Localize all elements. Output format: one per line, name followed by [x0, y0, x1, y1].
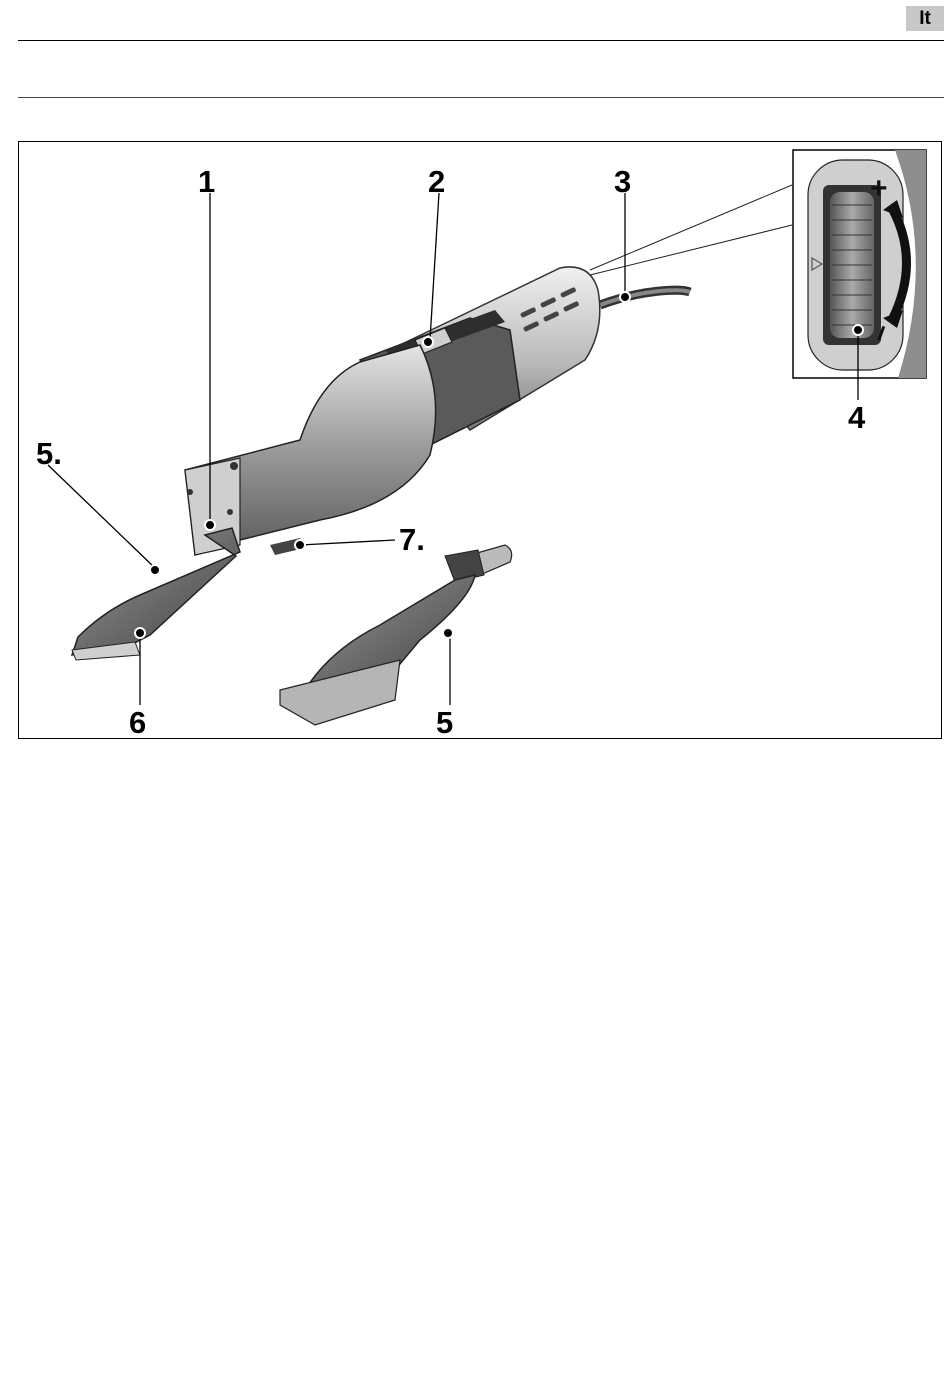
callout-3: 3 [614, 166, 631, 197]
power-cord [600, 290, 690, 305]
speed-dial-inset [793, 150, 926, 378]
callout-4: 4 [848, 402, 865, 433]
callout-2: 2 [428, 166, 445, 197]
leader-lines [48, 193, 858, 705]
callout-1: 1 [198, 166, 215, 197]
tool-illustration [0, 0, 950, 760]
callout-7: 7. [399, 524, 425, 555]
callout-5-left: 5. [36, 438, 62, 469]
callout-5-bottom: 5 [436, 707, 453, 738]
spare-blade [280, 545, 512, 725]
callout-6: 6 [129, 707, 146, 738]
dial-plus-symbol: + [870, 174, 888, 204]
